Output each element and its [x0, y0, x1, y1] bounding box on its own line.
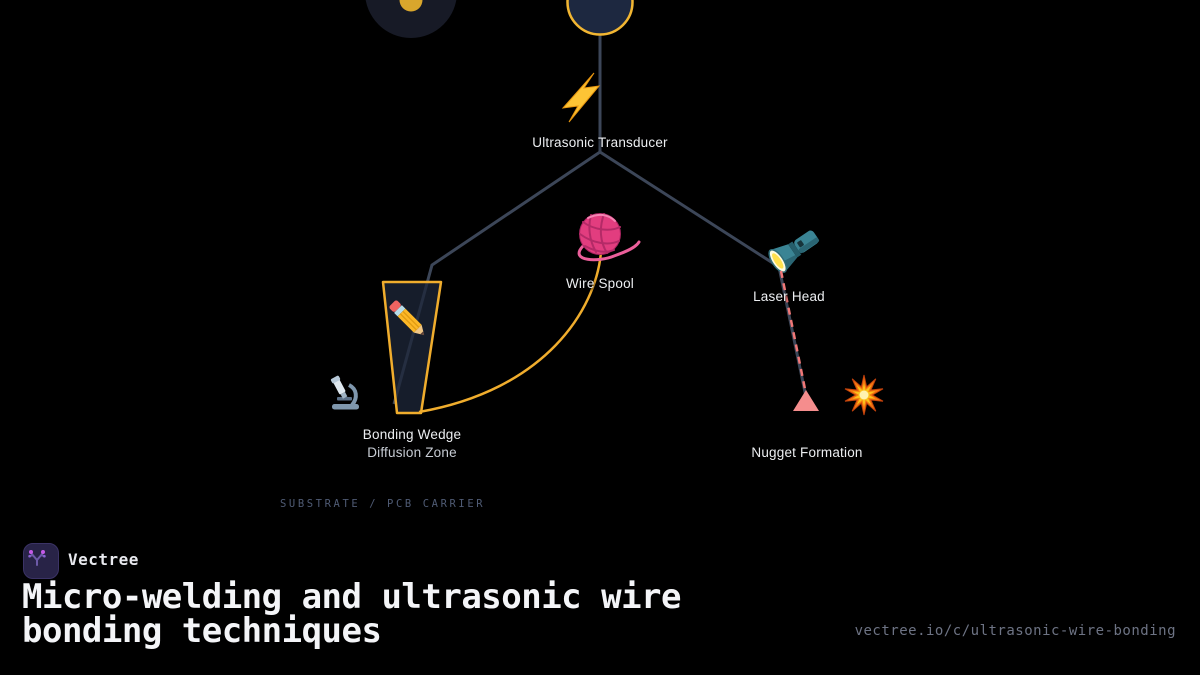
flashlight-icon — [768, 230, 820, 273]
label-ultrasonic-transducer: Ultrasonic Transducer — [532, 135, 668, 150]
label-nugget-formation: Nugget Formation — [751, 445, 863, 460]
yarn-ball-icon — [577, 213, 641, 262]
label-bonding-wedge: Bonding Wedge — [362, 427, 462, 442]
brand-name: Vectree — [68, 550, 139, 569]
footer: Vectree Micro-welding and ultrasonic wir… — [0, 535, 1200, 675]
page-title: Micro-welding and ultrasonic wire bondin… — [22, 577, 682, 651]
explosion-icon — [844, 374, 884, 416]
label-wire-spool: Wire Spool — [565, 276, 635, 291]
capillary-wedge-shape — [381, 280, 443, 415]
vectree-logo — [23, 543, 59, 579]
edge-transducer-to-laser — [599, 150, 808, 398]
wire-path — [418, 251, 603, 414]
pencil-icon — [389, 300, 425, 336]
lightning-bolt-icon — [561, 72, 601, 123]
page-url: vectree.io/c/ultrasonic-wire-bonding — [854, 623, 1176, 639]
label-diffusion-zone: Diffusion Zone — [367, 445, 457, 460]
ball-bond-node-partial — [365, 0, 457, 38]
weld-triangle — [793, 390, 819, 411]
substrate-caption: SUBSTRATE / PCB CARRIER — [280, 498, 486, 510]
transducer-horn-node — [566, 0, 634, 36]
vectree-branch-icon — [28, 550, 46, 566]
laser-beam — [779, 270, 808, 395]
microscope-icon — [330, 375, 359, 410]
label-laser-head: Laser Head — [753, 289, 825, 304]
